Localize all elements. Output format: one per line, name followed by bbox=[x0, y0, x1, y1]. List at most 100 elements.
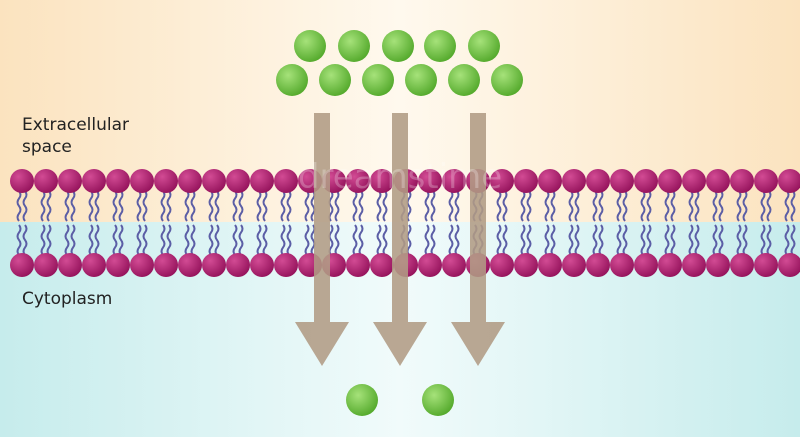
lipid-tail bbox=[40, 190, 46, 222]
lipid-tail bbox=[112, 190, 118, 222]
lipid-tail bbox=[22, 190, 28, 222]
lipid-tail bbox=[112, 224, 118, 256]
lipid-tail bbox=[16, 190, 22, 222]
lipid-tail bbox=[280, 190, 286, 222]
lipid-tail bbox=[550, 190, 556, 222]
lipid-tail bbox=[694, 224, 700, 256]
lipid-tail bbox=[568, 190, 574, 222]
solute-molecule-icon bbox=[382, 30, 414, 62]
lipid-tail bbox=[760, 224, 766, 256]
lipid-tail bbox=[214, 224, 220, 256]
lipid-tail bbox=[616, 224, 622, 256]
lipid-tail bbox=[568, 224, 574, 256]
phospholipid-head-icon bbox=[58, 169, 82, 193]
phospholipid-head-icon bbox=[418, 169, 442, 193]
lipid-tail bbox=[304, 224, 310, 256]
lipid-tail bbox=[712, 224, 718, 256]
lipid-tail bbox=[376, 224, 382, 256]
phospholipid-head-icon bbox=[346, 253, 370, 277]
phospholipid-head-icon bbox=[34, 253, 58, 277]
phospholipid-head-icon bbox=[58, 253, 82, 277]
solute-molecule-icon bbox=[422, 384, 454, 416]
lipid-tail bbox=[670, 190, 676, 222]
lipid-tail bbox=[64, 190, 70, 222]
lipid-tail bbox=[352, 190, 358, 222]
lipid-tail bbox=[622, 224, 628, 256]
phospholipid-head-icon bbox=[634, 253, 658, 277]
phospholipid-head-icon bbox=[562, 169, 586, 193]
lipid-tail bbox=[376, 190, 382, 222]
lipid-tail bbox=[646, 190, 652, 222]
lipid-tail bbox=[448, 190, 454, 222]
lipid-tail bbox=[784, 224, 790, 256]
lipid-tail bbox=[496, 190, 502, 222]
lipid-tail bbox=[502, 224, 508, 256]
lipid-tail bbox=[664, 190, 670, 222]
lipid-tail bbox=[526, 190, 532, 222]
lipid-tail bbox=[190, 190, 196, 222]
lipid-tail bbox=[520, 224, 526, 256]
solute-molecule-icon bbox=[276, 64, 308, 96]
phospholipid-head-icon bbox=[490, 253, 514, 277]
lipid-tail bbox=[592, 190, 598, 222]
lipid-tail bbox=[424, 224, 430, 256]
lipid-tail bbox=[64, 224, 70, 256]
lipid-tail bbox=[136, 224, 142, 256]
lipid-tail bbox=[352, 224, 358, 256]
solute-molecule-icon bbox=[294, 30, 326, 62]
phospholipid-head-icon bbox=[82, 253, 106, 277]
lipid-tail bbox=[574, 224, 580, 256]
lipid-tail bbox=[208, 190, 214, 222]
lipid-tail bbox=[454, 224, 460, 256]
watermark-text: dreamstime bbox=[298, 157, 502, 197]
lipid-tail bbox=[592, 224, 598, 256]
solute-molecule-icon bbox=[346, 384, 378, 416]
lipid-tail bbox=[142, 190, 148, 222]
lipid-tail bbox=[736, 190, 742, 222]
lipid-tail bbox=[22, 224, 28, 256]
phospholipid-head-icon bbox=[706, 169, 730, 193]
lipid-tail bbox=[238, 224, 244, 256]
phospholipid-head-icon bbox=[658, 169, 682, 193]
lipid-tail bbox=[430, 224, 436, 256]
lipid-tail bbox=[256, 190, 262, 222]
extracellular-label-line2: space bbox=[22, 137, 72, 157]
lipid-tail bbox=[238, 190, 244, 222]
phospholipid-head-icon bbox=[538, 169, 562, 193]
phospholipid-head-icon bbox=[346, 169, 370, 193]
lipid-tail bbox=[382, 190, 388, 222]
phospholipid-head-icon bbox=[682, 253, 706, 277]
lipid-tail bbox=[424, 190, 430, 222]
phospholipid-head-icon bbox=[10, 169, 34, 193]
phospholipid-head-icon bbox=[778, 253, 800, 277]
diffusion-arrows bbox=[295, 113, 505, 366]
phospholipid-head-icon bbox=[10, 253, 34, 277]
lipid-tail bbox=[232, 190, 238, 222]
lipid-tail bbox=[190, 224, 196, 256]
lipid-tail bbox=[640, 190, 646, 222]
lipid-tail bbox=[280, 224, 286, 256]
lipid-tail bbox=[448, 224, 454, 256]
phospholipid-head-icon bbox=[586, 169, 610, 193]
phospholipid-head-icon bbox=[562, 253, 586, 277]
lipid-tail bbox=[784, 190, 790, 222]
lipid-tail bbox=[118, 190, 124, 222]
lipid-tail bbox=[166, 224, 172, 256]
lipid-tail bbox=[382, 224, 388, 256]
lipid-tail bbox=[304, 190, 310, 222]
solute-molecule-icon bbox=[338, 30, 370, 62]
phospholipid-head-icon bbox=[706, 253, 730, 277]
lipid-tail bbox=[70, 190, 76, 222]
diffusion-arrow-icon bbox=[451, 113, 505, 366]
phospholipid-head-icon bbox=[202, 169, 226, 193]
solute-molecule-icon bbox=[448, 64, 480, 96]
lipid-heads bbox=[10, 169, 800, 277]
phospholipid-head-icon bbox=[514, 169, 538, 193]
solute-molecule-icon bbox=[424, 30, 456, 62]
lipid-tail bbox=[334, 190, 340, 222]
phospholipid-head-icon bbox=[226, 253, 250, 277]
solute-molecule-icon bbox=[491, 64, 523, 96]
lipid-tail bbox=[358, 224, 364, 256]
phospholipid-head-icon bbox=[250, 253, 274, 277]
lipid-tail bbox=[358, 190, 364, 222]
